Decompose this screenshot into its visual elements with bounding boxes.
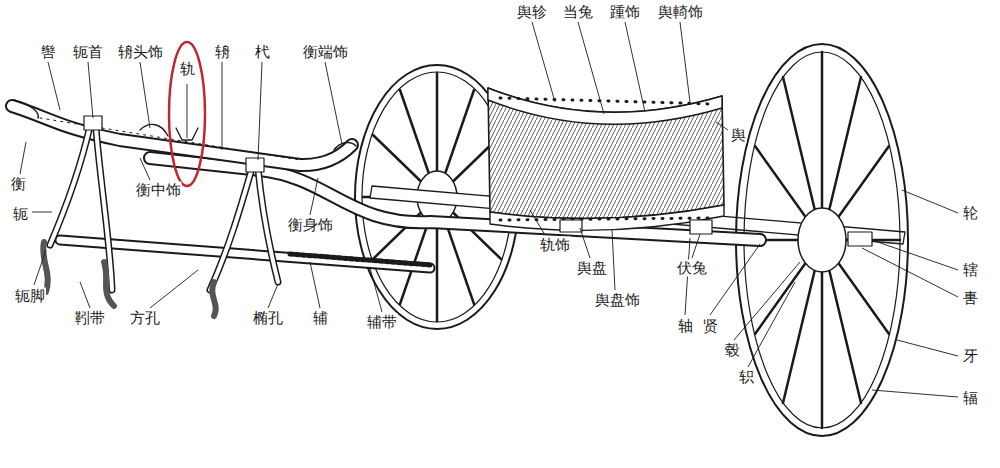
part-label: 踵饰 <box>609 4 641 21</box>
part-label: 轴 <box>677 318 694 335</box>
part-label: 辅带 <box>366 314 398 331</box>
part-label: 牙 <box>962 348 979 365</box>
part-label: 轭 <box>12 206 29 223</box>
part-label: 轭首 <box>72 44 104 61</box>
part-label: 轨 <box>180 62 195 77</box>
part-label: 辅 <box>312 310 329 327</box>
part-label: 椭孔 <box>252 310 284 327</box>
part-label: 舆輢饰 <box>657 4 704 21</box>
part-label: 辖 <box>962 262 979 279</box>
part-label: 方孔 <box>129 310 161 327</box>
part-label: 衡端饰 <box>302 44 349 61</box>
part-label: 轭脚 <box>14 288 46 305</box>
part-label: 当兔 <box>562 4 594 21</box>
part-label: 舆盘饰 <box>594 292 641 309</box>
part-label: 衡中饰 <box>135 182 182 199</box>
part-label: 辀头饰 <box>117 44 164 61</box>
part-label: 辔 <box>40 44 57 61</box>
part-label: 舆 <box>730 127 747 144</box>
highlight-ellipse: 轨 <box>167 40 207 188</box>
part-label: 轨饰 <box>539 237 571 254</box>
part-label: 伏兔 <box>676 260 708 277</box>
part-label: 轵 <box>738 369 755 386</box>
part-label: 毂 <box>724 342 741 359</box>
red-ellipse <box>169 42 205 186</box>
part-label: 軎 <box>962 290 979 307</box>
part-label: 衡身饰 <box>287 217 334 234</box>
part-label: 轮 <box>962 205 979 222</box>
part-label: 贤 <box>702 318 719 335</box>
part-label: 衡 <box>10 176 27 193</box>
part-label: 辐 <box>962 390 979 407</box>
part-label: 靷带 <box>74 310 106 327</box>
part-label: 舆轸 <box>516 4 548 21</box>
part-label: 杙 <box>254 44 271 61</box>
part-label: 舆盘 <box>576 260 608 277</box>
part-label: 辀 <box>214 44 231 61</box>
